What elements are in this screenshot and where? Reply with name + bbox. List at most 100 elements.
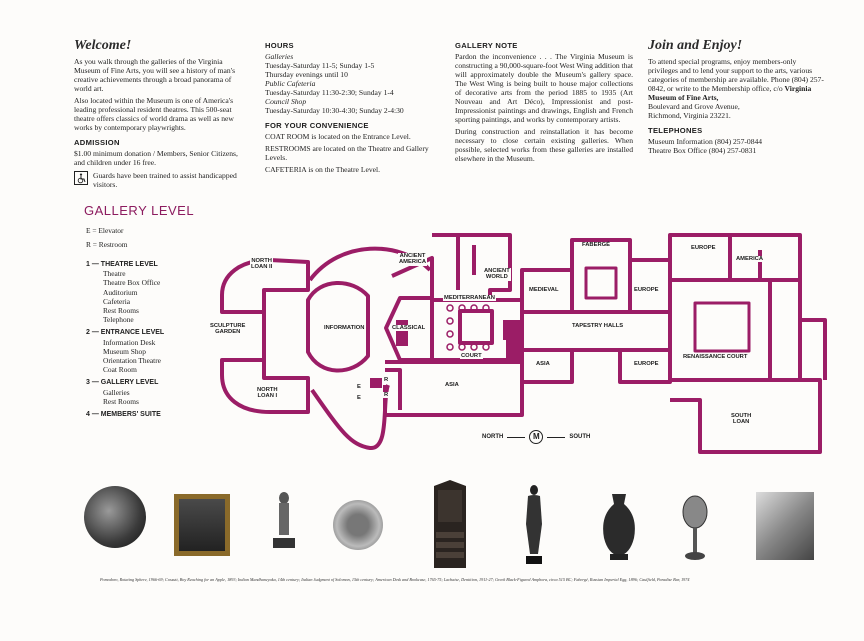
artwork-dentition-statue [518, 484, 550, 568]
convenience-title: FOR YOUR CONVENIENCE [265, 121, 369, 130]
accessibility-note: Guards have been trained to assist handi… [74, 171, 238, 189]
legend-level-name: ENTRANCE LEVEL [100, 329, 165, 337]
artwork-judgment-plate [333, 500, 383, 550]
label-europe-3: EUROPE [690, 245, 717, 252]
asia-mid-wall [520, 348, 574, 384]
legend-level-heading: 1 — THEATRE LEVEL [86, 260, 164, 269]
label-classical: CLASSICAL [391, 325, 427, 332]
floor-plan [220, 233, 827, 454]
legend-level-name: MEMBERS' SUITE [100, 411, 161, 419]
label-tapestry-halls: TAPESTRY HALLS [571, 323, 625, 330]
artwork-statue-1 [269, 490, 299, 552]
renaissance-court-wall [668, 278, 772, 382]
legend-level-number: 3 — [86, 379, 101, 387]
join-text-b: Virginia Museum of Fine Arts, [648, 84, 812, 102]
south-loan-wall [670, 378, 822, 454]
compass-mark: M [529, 430, 544, 444]
telephones-title: TELEPHONES [648, 126, 703, 135]
label-ancient-world: ANCIENT WORLD [483, 268, 511, 281]
compass-arrow-left [507, 436, 526, 438]
label-europe-2: EUROPE [633, 361, 660, 368]
welcome-column: Welcome! As you walk through the galleri… [74, 38, 238, 189]
north-loan-1-wall [220, 358, 310, 414]
telephones-info: Museum Information (804) 257-0844 [648, 137, 763, 146]
label-renaissance-court: RENAISSANCE COURT [682, 354, 749, 361]
legend-level-item: Theatre Box Office [103, 278, 161, 288]
wheelchair-icon [74, 171, 88, 185]
hours-galleries-2: Thursday evenings until 10 [265, 70, 348, 79]
artwork-faberge-egg [680, 490, 710, 566]
stair-block-1 [396, 320, 408, 346]
legend-elevator: E = Elevator [86, 226, 124, 235]
legend-level-item: Auditorium [103, 287, 138, 297]
legend-level-heading: 3 — GALLERY LEVEL [86, 378, 164, 387]
gallery-level-heading: GALLERY LEVEL [84, 203, 195, 218]
legend-level-number: 4 — [86, 411, 101, 419]
legend-level-item: Rest Rooms [103, 396, 139, 406]
legend-level-item: Coat Room [103, 365, 137, 375]
artwork-caption: Pomodoro, Rotating Sphere, 1966-69; Coss… [100, 577, 690, 582]
hours-cafeteria: Tuesday-Saturday 11:30-2:30; Sunday 1-4 [265, 88, 394, 97]
convenience-restrooms: RESTROOMS are located on the Theatre and… [265, 144, 429, 162]
label-south-loan: SOUTH LOAN [730, 413, 753, 426]
admission-title: ADMISSION [74, 138, 120, 147]
legend-level-item: Rest Rooms [103, 306, 139, 316]
artwork-desk-bookcase [428, 480, 472, 568]
join-title: Join and Enjoy! [648, 38, 743, 53]
tapestry-wall [522, 310, 672, 352]
hours-council: Tuesday-Saturday 10:30-4:30; Sunday 2-4:… [265, 106, 404, 115]
artwork-greek-amphora [598, 492, 640, 562]
join-text: To attend special programs, enjoy member… [648, 57, 828, 102]
label-elevator-1: E [356, 384, 362, 391]
admission-text: $1.00 minimum donation / Members, Senior… [74, 149, 238, 167]
label-sculpture-garden: SCULPTURE GARDEN [209, 323, 247, 336]
legend-level-item: Information Desk [103, 337, 156, 347]
ancient-america-wall [391, 256, 434, 298]
court-columns [446, 304, 490, 351]
label-asia-mid: ASIA [535, 361, 551, 368]
legend-restroom: R = Restroom [86, 240, 128, 249]
legend-level-name: THEATRE LEVEL [100, 261, 158, 268]
gallery-note-column: GALLERY NOTE Pardon the inconvenience . … [455, 41, 633, 166]
label-ancient-america: ANCIENT AMERICA [398, 253, 428, 266]
faberge-wall [570, 238, 632, 314]
legend-level-number: 2 — [86, 329, 101, 337]
join-column: Join and Enjoy! To attend special progra… [648, 38, 828, 155]
compass-north-label: NORTH [482, 434, 504, 440]
label-restroom-1: R [383, 377, 390, 384]
gallery-note-paragraph-2: During construction and reinstallation i… [455, 127, 633, 163]
legend-level-item: Museum Shop [103, 346, 146, 356]
legend-level-item: Telephone [103, 315, 134, 325]
telephones-box: Theatre Box Office (804) 257-0831 [648, 146, 757, 155]
convenience-coat: COAT ROOM is located on the Entrance Lev… [265, 132, 411, 141]
welcome-paragraph-1: As you walk through the galleries of the… [74, 57, 236, 93]
compass: NORTH M SOUTH [482, 430, 590, 444]
welcome-title: Welcome! [74, 38, 132, 53]
asia-wall [383, 360, 524, 417]
legend-level-number: 1 — [86, 261, 101, 268]
compass-south-label: SOUTH [569, 434, 591, 440]
label-europe-1: EUROPE [633, 287, 660, 294]
compass-arrow-right [547, 436, 566, 438]
join-text-a: To attend special programs, enjoy member… [648, 57, 824, 93]
label-information: INFORMATION [323, 325, 366, 332]
gallery-note-paragraph-1: Pardon the inconvenience . . . The Virgi… [455, 52, 633, 124]
legend-level-heading: 4 — MEMBERS' SUITE [86, 410, 164, 419]
hours-galleries-label: Galleries [265, 52, 294, 61]
europe-1-wall [630, 258, 672, 314]
legend-level-heading: 2 — ENTRANCE LEVEL [86, 328, 164, 337]
join-address-2: Richmond, Virginia 23221. [648, 111, 731, 120]
legend-level: 4 — MEMBERS' SUITE [86, 410, 164, 419]
central-oval [306, 281, 370, 373]
gallery-note-title: GALLERY NOTE [455, 41, 518, 50]
legend-level-item: Orientation Theatre [103, 356, 161, 366]
label-court: COURT [460, 353, 483, 360]
hours-galleries-1: Tuesday-Saturday 11-5; Sunday 1-5 [265, 61, 375, 70]
hours-council-label: Council Shop [265, 97, 307, 106]
join-address-1: Boulevard and Grove Avenue, [648, 102, 740, 111]
convenience-cafeteria: CAFETERIA is on the Theatre Level. [265, 165, 381, 174]
